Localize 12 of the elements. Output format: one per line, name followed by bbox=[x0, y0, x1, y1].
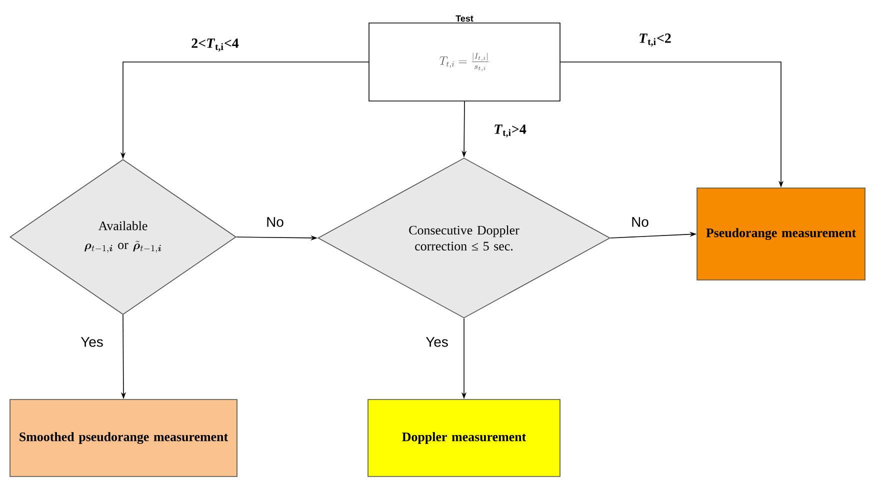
edge-label: 2<T$_{t,i}$<4 bbox=[190, 38, 240, 52]
edge-label: No bbox=[630, 216, 650, 228]
result-box: Pseudorange measurement bbox=[696, 188, 866, 280]
edge-label: T$_{t,i}$>4 bbox=[492, 124, 528, 138]
edge-label: No bbox=[265, 216, 285, 228]
process-box: $T_{t,i} = \frac{|I_{t,i}|}{s_{t,i}}$ bbox=[368, 22, 560, 102]
result-box: Doppler measurement bbox=[368, 399, 560, 477]
result-box: Smoothed pseudorange measurement bbox=[10, 399, 238, 477]
edge-label: Yes bbox=[80, 336, 104, 348]
edge-label: T$_{t,i}$<2 bbox=[638, 32, 672, 48]
box-heading: Test bbox=[456, 15, 474, 22]
edge-label: Yes bbox=[424, 336, 450, 348]
